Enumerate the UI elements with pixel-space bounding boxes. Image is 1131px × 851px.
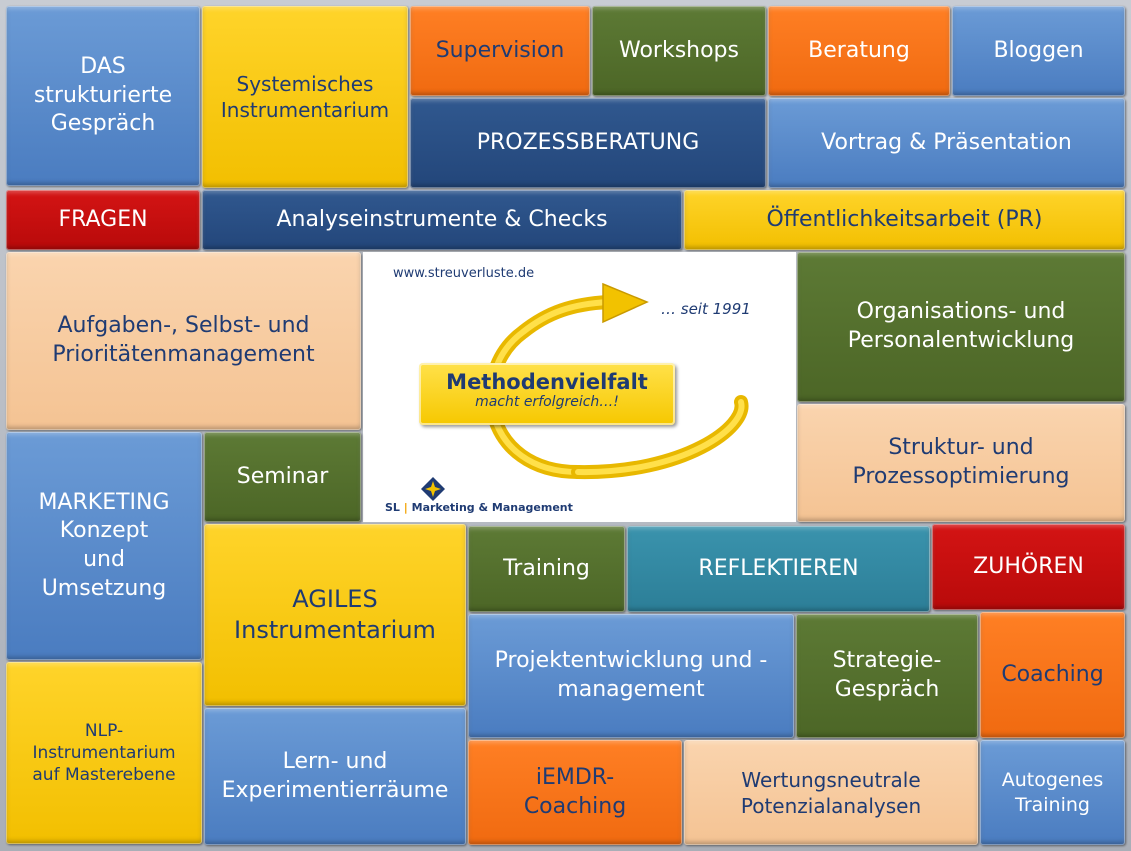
- tile-label: ZUHÖREN: [973, 553, 1084, 579]
- circular-arrow-icon: [484, 282, 749, 480]
- tile-label: Vortrag & Präsentation: [821, 129, 1072, 155]
- compass-star-icon: [421, 477, 445, 501]
- tile-prozessberatung: PROZESSBERATUNG: [410, 98, 766, 188]
- tile-label: Experimentierräume: [221, 777, 449, 803]
- tile-strategie: Strategie- Gespräch: [796, 614, 978, 738]
- tile-label: Gespräch: [50, 111, 156, 137]
- tile-seminar: Seminar: [204, 432, 361, 522]
- tile-label: Instrumentarium: [234, 616, 436, 644]
- tile-label: Umsetzung: [41, 575, 167, 601]
- tile-label: Coaching: [523, 793, 627, 819]
- center-subtitle: macht erfolgreich…!: [475, 394, 619, 410]
- tile-label: auf Masterebene: [32, 765, 176, 786]
- tile-label: MARKETING: [38, 489, 170, 515]
- tile-beratung: Beratung: [768, 6, 950, 96]
- center-logo-panel: www.streuverluste.de … seit 1991 Methode…: [363, 252, 796, 522]
- tile-label: FRAGEN: [58, 206, 148, 232]
- tile-label: Strategie-: [832, 648, 942, 674]
- tile-label: PROZESSBERATUNG: [476, 129, 700, 155]
- logo-text-right: Marketing & Management: [411, 501, 573, 514]
- tile-label: strukturierte: [33, 82, 173, 108]
- tile-label: Training: [503, 555, 590, 581]
- tile-label: Autogenes: [1001, 768, 1104, 791]
- tile-label: Organisations- und: [856, 299, 1066, 325]
- tile-agiles: AGILES Instrumentarium: [204, 524, 466, 706]
- tile-label: Workshops: [618, 37, 739, 63]
- tile-label: und: [83, 547, 125, 572]
- tile-label: Bloggen: [993, 37, 1084, 63]
- tile-label: Prozessoptimierung: [852, 464, 1070, 489]
- tile-reflektieren: REFLEKTIEREN: [627, 526, 930, 612]
- tile-label: Systemisches: [236, 72, 374, 96]
- center-title: Methodenvielfalt: [446, 370, 648, 394]
- tile-coaching: Coaching: [980, 612, 1125, 738]
- tile-label: Konzept: [59, 518, 149, 544]
- tile-oeffentlichkeit: Öffentlichkeitsarbeit (PR): [684, 190, 1125, 250]
- tile-label: Wertungsneutrale: [741, 767, 921, 792]
- tile-label: AGILES: [292, 584, 378, 613]
- logo-text: SL | Marketing & Management: [385, 501, 573, 514]
- tile-bloggen: Bloggen: [952, 6, 1125, 96]
- tile-vortrag: Vortrag & Präsentation: [768, 98, 1125, 188]
- tile-fragen: FRAGEN: [6, 190, 200, 250]
- tile-label: REFLEKTIEREN: [698, 555, 859, 581]
- logo-text-left: SL: [385, 501, 400, 514]
- website-url: www.streuverluste.de: [393, 266, 535, 281]
- tile-label: Lern- und: [282, 748, 388, 774]
- tile-label: Gespräch: [834, 677, 940, 702]
- since-text: … seit 1991: [661, 300, 751, 318]
- tile-label: Struktur- und: [888, 435, 1034, 461]
- tile-projekt: Projektentwicklung und - management: [468, 614, 794, 738]
- tile-label: Potenzialanalysen: [740, 793, 922, 818]
- tile-label: Supervision: [435, 37, 565, 63]
- tile-label: DAS: [80, 54, 126, 80]
- tile-label: Prioritätenmanagement: [52, 342, 315, 367]
- tile-label: Analyseinstrumente & Checks: [276, 206, 608, 232]
- tile-label: Training: [1015, 793, 1090, 816]
- tile-supervision: Supervision: [410, 6, 590, 96]
- tile-label: Beratung: [808, 37, 910, 63]
- tile-zuhoeren: ZUHÖREN: [932, 524, 1125, 610]
- tile-label: Projektentwicklung und -: [494, 648, 768, 674]
- tile-label: Instrumentarium: [220, 98, 390, 122]
- tile-iemdr: iEMDR- Coaching: [468, 740, 682, 845]
- methodenvielfalt-box: Methodenvielfalt macht erfolgreich…!: [419, 363, 675, 425]
- tile-label: Aufgaben-, Selbst- und: [57, 313, 310, 339]
- tile-label: Seminar: [236, 463, 329, 489]
- tile-analyse: Analyseinstrumente & Checks: [202, 190, 682, 250]
- tile-label: Personalentwicklung: [847, 328, 1075, 353]
- tile-label: Öffentlichkeitsarbeit (PR): [766, 206, 1043, 232]
- tile-training: Training: [468, 526, 625, 612]
- tile-label: iEMDR-: [535, 764, 615, 790]
- tile-label: Instrumentarium: [32, 742, 176, 763]
- tile-label: NLP-: [84, 720, 124, 741]
- tile-workshops: Workshops: [592, 6, 766, 96]
- tile-label: management: [557, 677, 705, 702]
- tile-label: Coaching: [1001, 661, 1104, 687]
